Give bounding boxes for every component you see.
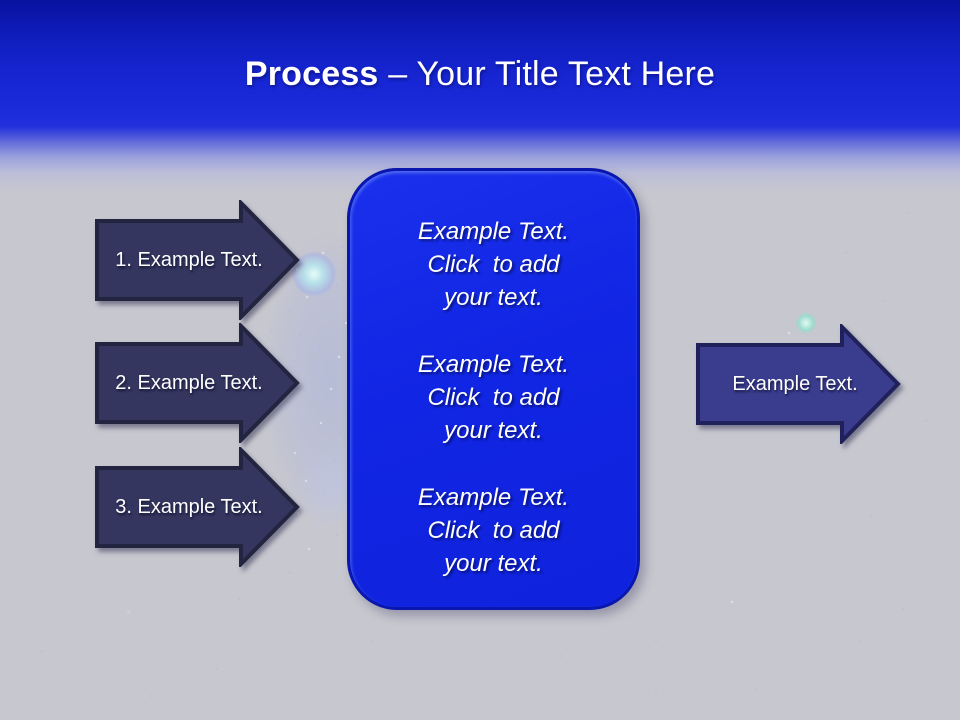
box-paragraph-1: Example Text. Click to add your text. <box>350 215 637 314</box>
process-step-arrow-1: 1. Example Text. <box>94 200 300 320</box>
arrow-right-shape-icon <box>95 447 300 567</box>
box-line: your text. <box>444 417 543 444</box>
center-text-box: Example Text. Click to add your text. Ex… <box>347 168 640 610</box>
box-line: your text. <box>444 550 543 577</box>
page-title: Process – Your Title Text Here <box>0 55 960 94</box>
box-line: Example Text. <box>417 484 570 511</box>
sparkle-glow <box>292 252 336 296</box>
box-paragraph-2: Example Text. Click to add your text. <box>350 348 637 447</box>
box-line: Example Text. <box>417 351 570 378</box>
step-label-2: 2. Example Text. <box>115 371 263 394</box>
arrow-right-shape-icon <box>696 324 901 444</box>
result-arrow: Example Text. <box>695 324 901 444</box>
step-label-3: 3. Example Text. <box>115 495 263 518</box>
process-step-arrow-2: 2. Example Text. <box>94 323 300 443</box>
title-bold-part: Process <box>244 55 379 93</box>
star-field <box>0 0 2 2</box>
box-line: Click to add <box>427 517 560 544</box>
result-arrow-label: Example Text. <box>732 372 858 395</box>
arrow-right-shape-icon <box>95 323 300 443</box>
step-label-1: 1. Example Text. <box>115 248 263 271</box>
teal-sparkle <box>796 312 816 334</box>
header-gradient-band <box>0 0 960 192</box>
process-step-arrow-3: 3. Example Text. <box>94 447 300 567</box>
box-paragraph-3: Example Text. Click to add your text. <box>350 481 637 580</box>
arrow-right-shape-icon <box>95 200 300 320</box>
title-regular-part: – Your Title Text Here <box>388 55 716 93</box>
box-line: Click to add <box>427 384 560 411</box>
box-line: Example Text. <box>417 218 570 245</box>
box-line: Click to add <box>427 251 560 278</box>
box-line: your text. <box>444 284 543 311</box>
